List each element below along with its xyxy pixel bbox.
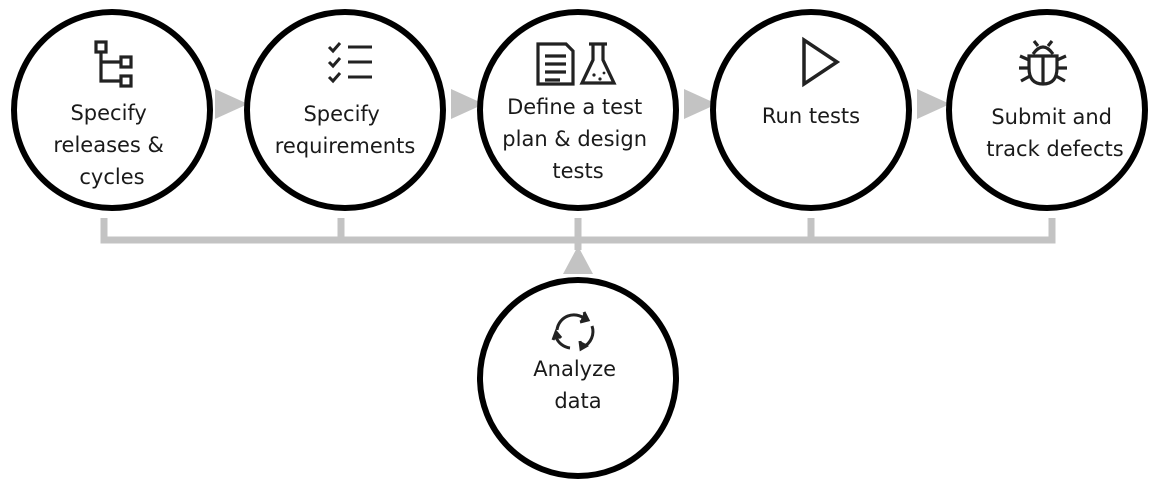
step-circle-test-plan — [477, 9, 679, 211]
step-label-run-tests: Run tests — [762, 104, 860, 128]
step-label-test-plan: Define a test plan & design tests — [502, 95, 653, 183]
step-circle-run-tests — [710, 9, 912, 211]
bracket-connector — [100, 218, 1056, 250]
bug-icon — [1019, 40, 1067, 86]
step-label-requirements: Specify requirements — [275, 102, 416, 158]
arrow-2 — [451, 89, 484, 119]
step-circle-requirements — [244, 9, 446, 211]
up-arrow — [563, 246, 593, 274]
analyze-label: Analyze data — [533, 357, 622, 413]
play-icon — [802, 36, 841, 88]
step-label-defects: Submit and track defects — [986, 105, 1123, 161]
hierarchy-icon — [94, 40, 133, 88]
arrow-1 — [215, 89, 248, 119]
step-label-releases: Specify releases & cycles — [53, 101, 170, 189]
step-circle-defects — [946, 9, 1148, 211]
checklist-icon — [327, 42, 372, 84]
arrow-4 — [917, 89, 950, 119]
refresh-cycle-icon — [551, 311, 595, 352]
arrow-3 — [684, 89, 717, 119]
document-flask-icon — [536, 42, 617, 86]
step-circle-releases — [11, 9, 213, 211]
analyze-circle — [477, 277, 679, 479]
